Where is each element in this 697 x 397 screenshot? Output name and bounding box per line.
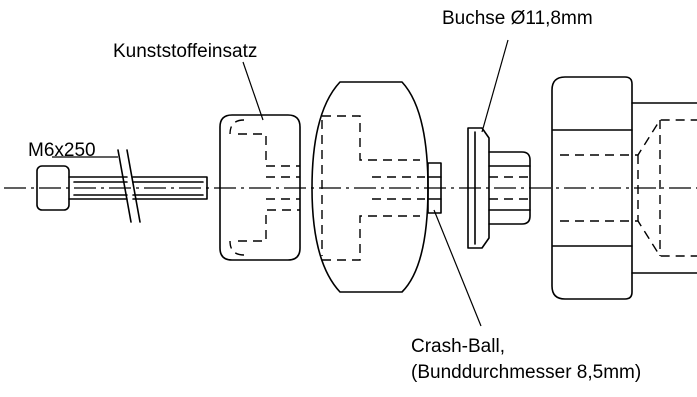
break-line-right (126, 149, 141, 223)
insert-hidden-step-top (238, 133, 300, 167)
label-bushing: Buchse Ø11,8mm (442, 8, 593, 29)
insert-hidden-arc-top (229, 119, 245, 135)
plastic-insert-part (219, 114, 301, 261)
break-line-left (117, 149, 132, 223)
insert-outline (219, 114, 301, 261)
label-screw: M6x250 (28, 140, 96, 161)
insert-hidden-step-bottom (238, 209, 300, 242)
end-hidden-cone-bottom (560, 220, 697, 257)
ball-body-outline (311, 81, 429, 293)
screw-part (36, 149, 208, 223)
bushing-sleeve (488, 151, 531, 225)
bushing-flange (467, 127, 490, 249)
ball-hidden-bottom (322, 215, 420, 261)
leader-crash-ball (433, 209, 482, 327)
screw-shank-right (132, 176, 208, 200)
crash-ball-collar (427, 162, 442, 214)
end-body-outline (551, 76, 633, 300)
bushing-part (467, 127, 531, 249)
leader-insert (242, 61, 264, 121)
ball-hidden-top (322, 115, 420, 161)
label-insert: Kunststoffeinsatz (113, 41, 257, 62)
label-crash-ball-line2: (Bunddurchmesser 8,5mm) (411, 362, 641, 383)
screw-head (36, 165, 70, 211)
label-crash-ball-line1: Crash-Ball, (411, 336, 505, 357)
collar-outline (427, 162, 442, 214)
end-hidden-cone-top (560, 119, 697, 156)
end-body-part (551, 76, 697, 300)
insert-hidden-arc-bottom (229, 240, 245, 256)
leader-bushing (481, 39, 509, 133)
ball-body-part (311, 81, 429, 293)
